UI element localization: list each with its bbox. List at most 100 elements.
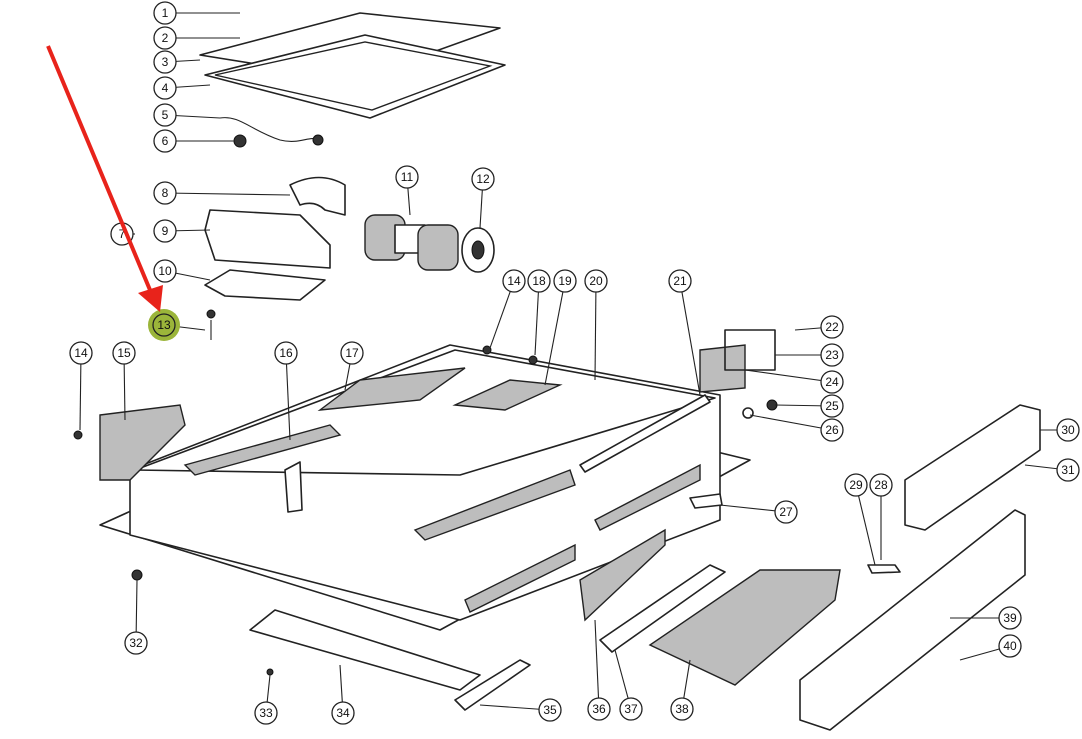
callout-number: 26 [825,423,839,437]
callout-number: 1 [162,6,169,20]
callout-number: 29 [849,478,863,492]
duct-cover [289,176,346,216]
leader-line [594,619,600,710]
callout-circle [844,473,868,497]
screw [266,668,274,676]
callout-number: 11 [401,170,414,184]
callout-circle [619,697,643,721]
callout-circle [152,313,176,337]
callout-circle [153,181,177,205]
callout-number: 39 [1003,611,1017,625]
callout-number: 6 [162,134,169,148]
filter-tray [648,569,841,686]
callout-17: 17 [340,341,364,365]
callout-number: 30 [1061,423,1075,437]
callout-circle [153,259,177,283]
callout-number: 28 [874,478,888,492]
callout-number: 32 [129,636,143,650]
filter-gasket [599,564,726,653]
blower-motor [364,214,495,273]
callout-number: 4 [162,81,169,95]
leader-line [749,414,833,431]
callout-13: 13 [148,309,180,341]
callout-19: 19 [553,269,577,293]
callout-12: 12 [471,167,495,191]
leader-line [164,192,291,196]
callout-27: 27 [774,500,798,524]
callout-10: 10 [153,259,177,283]
callout-circle [69,341,93,365]
callout-circle [553,269,577,293]
callout-circle [820,394,844,418]
callout-4: 4 [153,76,177,100]
callout-circle [820,370,844,394]
callout-number: 23 [825,348,839,362]
side-rail-upper [904,404,1041,531]
callout-2: 2 [153,26,177,50]
callout-circle [153,50,177,74]
fastener [73,430,83,440]
callout-20: 20 [584,269,608,293]
callout-circle [1056,458,1080,482]
trim-strip [249,609,481,691]
leader-line [544,280,566,386]
filter-panel [579,528,666,622]
callout-9: 9 [153,219,177,243]
callout-number: 14 [507,274,521,288]
callout-number: 36 [592,702,606,716]
callout-26: 26 [820,418,844,442]
leader-line [534,280,540,356]
callout-circle [774,500,798,524]
callout-circle [670,697,694,721]
grommet [233,134,247,148]
callout-16: 16 [274,341,298,365]
callout-number: 8 [162,186,169,200]
callout-25: 25 [820,394,844,418]
bracket [724,329,776,371]
small-bracket [454,659,531,711]
callout-number: 22 [825,320,839,334]
nut [206,309,216,319]
callout-circle [153,129,177,153]
callout-circle [340,341,364,365]
leader-line [744,369,833,383]
callout-number: 15 [117,346,131,360]
callout-30: 30 [1056,418,1080,442]
callout-number: 16 [279,346,293,360]
callout-circle [820,315,844,339]
callout-circle [587,697,611,721]
leader-line [679,280,701,396]
fastener [528,355,538,365]
callout-34: 34 [331,701,355,725]
callout-number: 40 [1003,639,1017,653]
callout-1: 1 [153,1,177,25]
callout-circle [820,343,844,367]
callout-number: 9 [162,224,169,238]
callout-number: 14 [74,346,88,360]
callout-number: 3 [162,55,169,69]
callout-31: 31 [1056,458,1080,482]
leader-line [594,280,597,381]
housing-gasket [204,269,326,301]
callout-22: 22 [820,315,844,339]
callout-35: 35 [538,698,562,722]
callout-5: 5 [153,103,177,127]
callout-28: 28 [869,473,893,497]
leader-line [479,704,551,711]
blower-housing [204,209,331,269]
callout-number: 24 [825,375,839,389]
callout-number: 2 [162,31,169,45]
main-frame [99,344,751,631]
callout-29: 29 [844,473,868,497]
callout-circle [153,219,177,243]
callout-39: 39 [998,606,1022,630]
callout-circle [502,269,526,293]
side-panel [99,404,186,481]
callout-number: 5 [162,108,169,122]
callout-number: 21 [673,274,687,288]
callout-14: 14 [502,269,526,293]
callout-number: 35 [543,703,557,717]
leader-line [79,352,82,431]
